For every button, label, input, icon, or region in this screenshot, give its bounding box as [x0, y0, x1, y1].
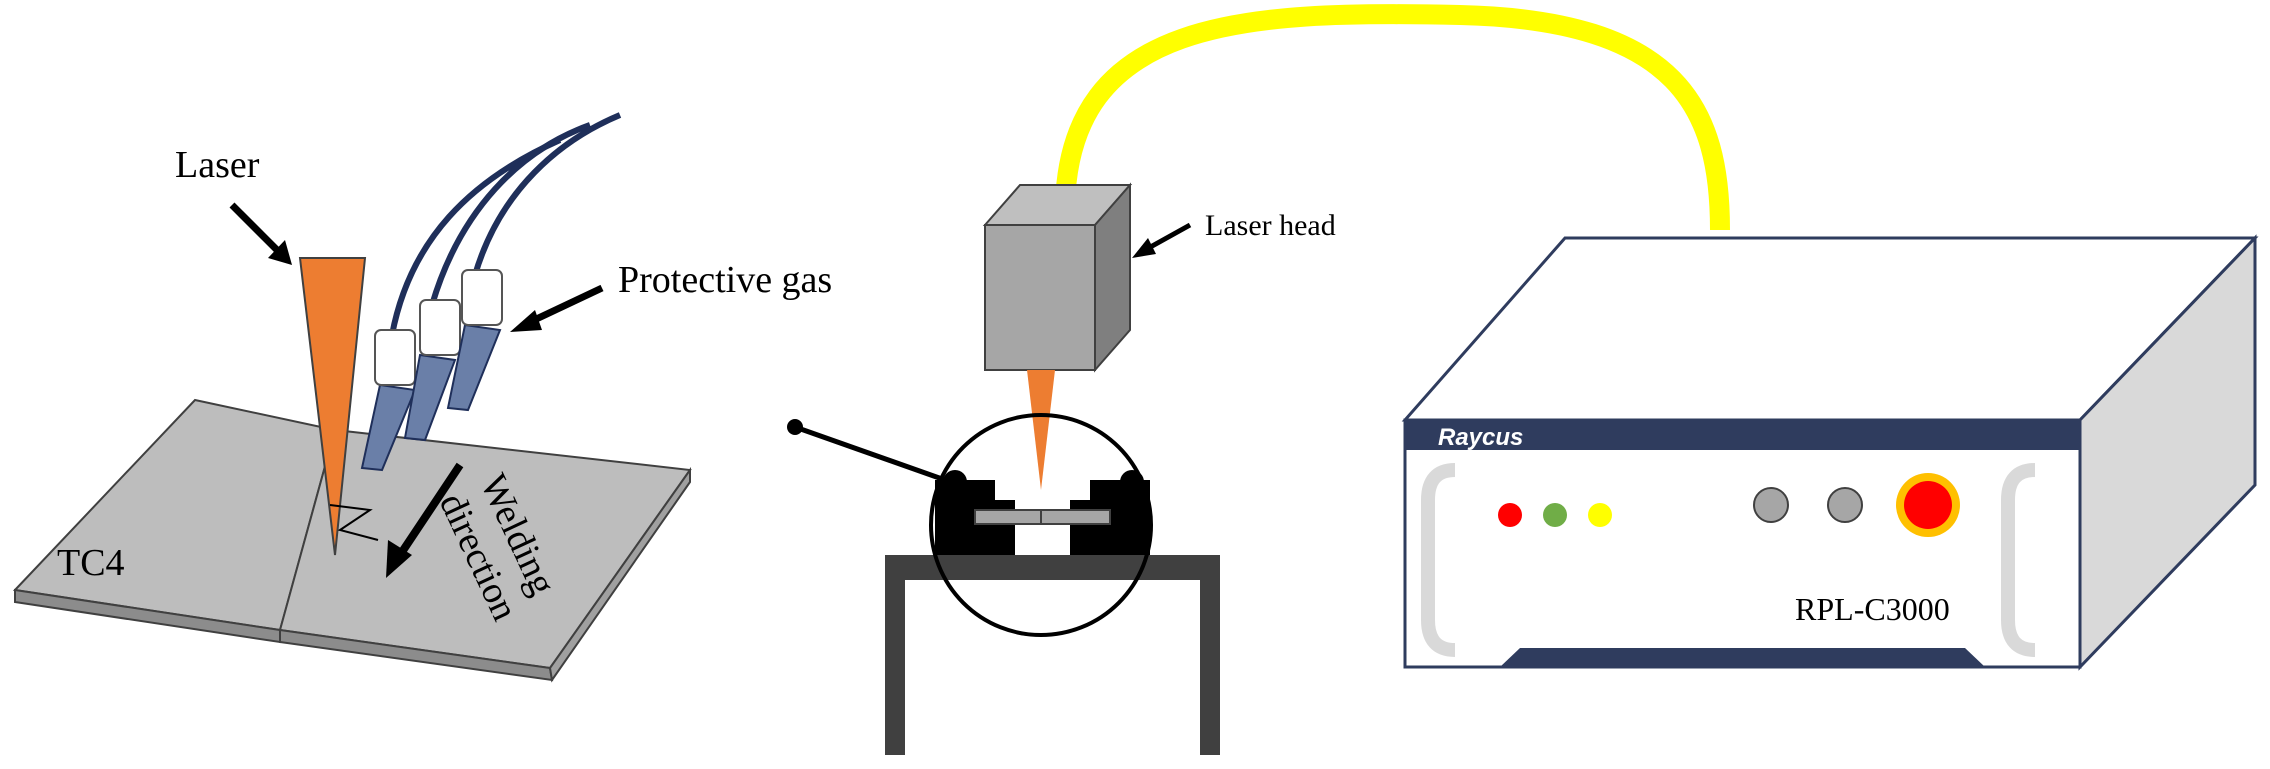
fiber-cable [1055, 4, 1730, 231]
handle-left [1421, 463, 1456, 657]
knob-2[interactable] [1827, 487, 1863, 523]
laser-beam [298, 257, 367, 556]
protective-gas-label: Protective gas [618, 259, 832, 301]
gas-tube-line-2 [429, 122, 592, 306]
laser-head-fixture: Laser head [787, 4, 1730, 755]
gas-arrow [510, 310, 542, 332]
clamp-handle [794, 424, 946, 483]
detail-circle [929, 413, 1153, 637]
brand-logo: Raycus [1438, 424, 1523, 451]
knob-1[interactable] [1753, 487, 1789, 523]
welding-setup: Laser Protective gas TC4 Welding directi… [12, 112, 832, 683]
gas-nozzle-3 [446, 269, 503, 412]
laser-arrow [268, 240, 292, 265]
plate-right-side [548, 466, 691, 683]
welding-direction-arrow [386, 540, 412, 578]
estop-button[interactable] [1904, 481, 1952, 529]
plate-left [12, 398, 337, 632]
gas-tube-line-3 [472, 112, 622, 276]
model-label: RPL-C3000 [1795, 591, 1950, 627]
handle-right [2001, 463, 2036, 657]
head-beam [1027, 370, 1055, 490]
laser-head-front [984, 224, 1096, 371]
workpiece [974, 509, 1111, 525]
laser-head-label: Laser head [1205, 209, 1336, 242]
cabinet-front [1403, 418, 2082, 669]
material-label: TC4 [57, 542, 125, 584]
laser-source-cabinet: Raycus RPL-C3000 [1401, 234, 2259, 671]
cabinet-foot [1500, 648, 1985, 667]
table-leg-left [885, 575, 905, 755]
led-green [1543, 503, 1567, 527]
led-yellow [1588, 503, 1612, 527]
gas-nozzle-2 [403, 299, 461, 442]
led-red [1498, 503, 1522, 527]
gas-nozzle-1 [360, 329, 417, 472]
table-leg-right [1200, 575, 1220, 755]
laser-label: Laser [175, 144, 260, 186]
weld-mark [329, 504, 379, 541]
laser-head-arrow [1132, 238, 1156, 258]
cabinet-band [1405, 420, 2080, 450]
laser-head-side [1094, 182, 1131, 373]
